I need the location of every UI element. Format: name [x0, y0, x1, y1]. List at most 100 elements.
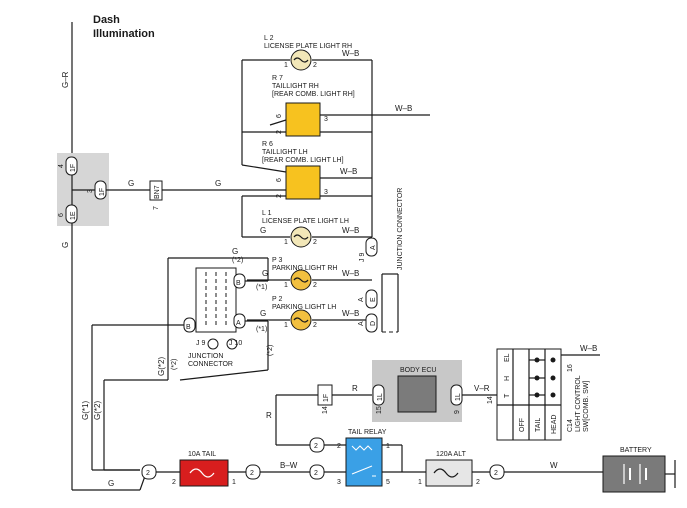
wire-label-g-r: G–R [61, 71, 70, 88]
svg-text:1F: 1F [99, 188, 106, 196]
svg-text:(*2): (*2) [232, 257, 243, 264]
svg-text:5: 5 [386, 479, 390, 486]
svg-text:3: 3 [87, 189, 94, 193]
fuse-120a-name: 120A ALT [436, 451, 467, 458]
svg-text:6: 6 [58, 213, 65, 217]
svg-text:D: D [370, 321, 377, 326]
svg-text:4: 4 [58, 164, 65, 168]
svg-text:1: 1 [418, 479, 422, 486]
svg-text:2: 2 [313, 322, 317, 329]
junction-connector-right: A J 9 JUNCTION CONNECTOR E A D A [358, 188, 404, 333]
wire-label-w-b-lh: W–B [340, 167, 357, 176]
r6-name: TAILLIGHT LH [262, 149, 308, 156]
svg-text:1: 1 [284, 239, 288, 246]
p3-name: PARKING LIGHT RH [272, 265, 337, 272]
fuse-10a [179, 459, 229, 487]
svg-text:1F: 1F [323, 394, 330, 402]
p3-ref: P 3 [272, 257, 282, 264]
r6-ref: R 6 [262, 141, 273, 148]
svg-text:H: H [504, 376, 511, 381]
wire-label-g-bottom: G [108, 479, 114, 488]
connector-1f14: 1F 14 [317, 384, 333, 414]
fuse-120a [425, 459, 473, 487]
r7-sub: [REAR COMB. LIGHT RH] [272, 91, 355, 98]
svg-text:1: 1 [232, 479, 236, 486]
svg-text:A: A [358, 297, 365, 302]
wire-label-g-star2: G(*2) [93, 401, 102, 420]
svg-text:6: 6 [276, 114, 283, 118]
svg-text:(*1): (*1) [256, 284, 267, 291]
svg-text:EL: EL [504, 353, 511, 362]
svg-text:J 9: J 9 [359, 253, 366, 262]
svg-text:2: 2 [476, 479, 480, 486]
battery [602, 455, 666, 493]
svg-text:1: 1 [284, 62, 288, 69]
svg-text:A: A [236, 320, 241, 327]
wire-label-g-p3: G [262, 269, 268, 278]
svg-text:E: E [370, 297, 377, 302]
r7-taillight-block [285, 102, 321, 137]
svg-text:3: 3 [337, 479, 341, 486]
wire-label-w-b-p2: W–B [342, 309, 359, 318]
svg-text:J 10: J 10 [229, 340, 242, 347]
svg-text:14: 14 [487, 396, 494, 404]
light-control-switch: EL H T OFF TAIL HEAD [496, 348, 562, 441]
wire-label-g-mid: G(*2) [157, 357, 166, 376]
svg-text:15: 15 [376, 406, 383, 414]
svg-text:(*2): (*2) [267, 345, 274, 356]
r6-taillight-block [285, 165, 321, 200]
fuse-10a-conn-left: 2 [141, 464, 157, 480]
wire-label-w-bat: W [550, 461, 558, 470]
svg-text:1F: 1F [70, 164, 77, 172]
p2-ref: P 2 [272, 296, 282, 303]
wire-label-w-b-l1: W–B [342, 226, 359, 235]
wire-label-w-b-r7: W–B [395, 104, 412, 113]
svg-text:7: 7 [153, 206, 160, 210]
r6-sub: [REAR COMB. LIGHT LH] [262, 157, 344, 164]
battery-name: BATTERY [620, 447, 652, 454]
svg-text:2: 2 [313, 62, 317, 69]
svg-text:2: 2 [313, 239, 317, 246]
light-switch-name-1: LIGHT CONTROL [575, 375, 582, 432]
svg-text:CONNECTOR: CONNECTOR [188, 361, 233, 368]
svg-text:A: A [370, 245, 377, 250]
r7-name: TAILLIGHT RH [272, 83, 319, 90]
diagram-title-line1: Dash [93, 14, 120, 26]
p2-name: PARKING LIGHT LH [272, 304, 336, 311]
svg-text:9: 9 [454, 410, 461, 414]
wire-label-g-bn7-right: G [215, 179, 221, 188]
wire-label-g-left: G [61, 242, 70, 248]
l1-ref: L 1 [262, 210, 272, 217]
svg-text:B: B [186, 324, 191, 331]
diagram-title-line2: Illumination [93, 28, 155, 40]
l1-name: LICENSE PLATE LIGHT LH [262, 218, 349, 225]
svg-text:B: B [236, 280, 241, 287]
wire-label-g-l2: G [232, 247, 238, 256]
fuse-120a-conn: 2 [489, 464, 505, 480]
svg-text:JUNCTION: JUNCTION [188, 353, 223, 360]
svg-text:1L: 1L [377, 393, 384, 401]
svg-text:2: 2 [172, 479, 176, 486]
svg-text:BODY ECU: BODY ECU [400, 367, 436, 374]
l2-ref: L 2 [264, 35, 274, 42]
svg-text:2: 2 [314, 470, 318, 477]
wire-label-g-p2: G [260, 309, 266, 318]
wire-label-g-star1: G(*1) [81, 401, 90, 420]
wire-label-g-bn7-left: G [128, 179, 134, 188]
svg-text:2: 2 [337, 443, 341, 450]
svg-text:OFF: OFF [519, 418, 526, 432]
fuse-10a-conn-right: 2 [245, 464, 261, 480]
svg-text:JUNCTION CONNECTOR: JUNCTION CONNECTOR [397, 188, 404, 270]
wire-label-r-2: R [266, 411, 272, 420]
light-switch-name-2: SW[COMB. SW] [583, 381, 590, 432]
svg-text:HEAD: HEAD [551, 415, 558, 434]
svg-text:1L: 1L [455, 393, 462, 401]
wire-label-v-r: V–R [474, 384, 490, 393]
svg-text:(*2): (*2) [171, 359, 178, 370]
body-ecu: BODY ECU 1L 15 1L 9 [372, 360, 463, 422]
svg-text:1: 1 [284, 322, 288, 329]
wire-label-r-1: R [352, 384, 358, 393]
connector-1f-pin4: 4 1F [58, 156, 78, 176]
svg-text:J 9: J 9 [196, 340, 205, 347]
fuse-10a-name: 10A TAIL [188, 451, 216, 458]
